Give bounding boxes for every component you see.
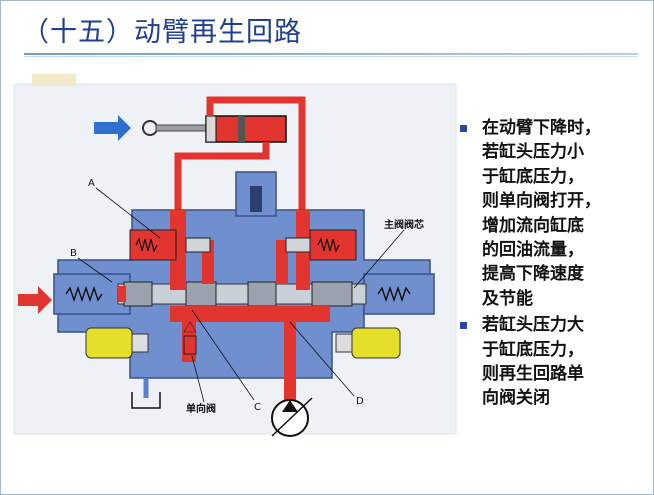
- label-b: B: [70, 248, 77, 259]
- bullet-item: 在动臂下降时， 若缸头压力小 于缸底压力， 则单向阀打开， 增加流向缸底 的回油…: [458, 116, 648, 311]
- title-divider: [24, 53, 638, 55]
- left-solenoid: [85, 327, 133, 359]
- cylinder-barrel: [205, 115, 287, 143]
- left-inlet-passage: [118, 286, 126, 302]
- right-solenoid-cap: [335, 333, 353, 353]
- page-title: （十五）动臂再生回路: [22, 17, 302, 48]
- red-input-arrow: [18, 286, 52, 314]
- label-c: C: [254, 402, 261, 413]
- pipe-cap-side: [174, 142, 270, 220]
- regen-check-valve: [183, 335, 197, 355]
- left-spring: [65, 285, 103, 303]
- spool-land-2: [185, 281, 217, 307]
- piston: [238, 116, 245, 142]
- right-spring: [377, 285, 411, 303]
- check-valve-right-spring: [317, 237, 340, 253]
- pump-triangle: [282, 400, 298, 412]
- regen-check-arrow: [183, 321, 197, 333]
- bullet-square-icon: [460, 322, 467, 330]
- oil-passage-pump: [284, 322, 296, 404]
- label-a: A: [88, 178, 95, 189]
- oil-passage-lower: [170, 306, 330, 322]
- pump-variable-arrow: [271, 397, 313, 437]
- right-solenoid: [351, 327, 401, 359]
- valve-diagram: A B C D 主阀阀芯 单向阀: [13, 74, 457, 437]
- spool-land-3: [247, 281, 277, 307]
- leader-check-valve: [191, 355, 205, 403]
- blue-input-arrow: [94, 115, 131, 141]
- bullet-list: 在动臂下降时， 若缸头压力小 于缸底压力， 则单向阀打开， 增加流向缸底 的回油…: [458, 116, 648, 413]
- bullet-text: 若缸头压力大 于缸底压力， 则再生回路单 向阀关闭: [482, 315, 584, 409]
- check-valve-right-poppet: [285, 237, 311, 253]
- pipe-rod-side: [206, 96, 306, 220]
- tab-marker: [32, 74, 76, 86]
- piston-rod: [155, 124, 209, 132]
- bullet-text: 在动臂下降时， 若缸头压力小 于缸底压力， 则单向阀打开， 增加流向缸底 的回油…: [482, 118, 601, 309]
- bullet-item: 若缸头压力大 于缸底压力， 则再生回路单 向阀关闭: [458, 313, 648, 411]
- leader-c: [191, 309, 255, 401]
- title-divider-thin: [24, 56, 638, 57]
- check-valve-left-poppet: [185, 237, 211, 253]
- bullet-square-icon: [460, 125, 467, 132]
- cylinder-head: [205, 115, 217, 143]
- check-valve-left-spring: [135, 237, 158, 253]
- check-valve-right-housing: [309, 229, 357, 261]
- leader-a: [95, 187, 161, 239]
- tank-symbol: [131, 392, 161, 409]
- label-d: D: [356, 396, 364, 407]
- leader-main-spool: [353, 229, 405, 289]
- spool-land-4: [311, 281, 353, 307]
- label-main-spool: 主阀阀芯: [384, 218, 424, 231]
- left-solenoid-cap: [131, 333, 149, 353]
- boss-slot: [250, 186, 262, 212]
- label-check-valve: 单向阀: [186, 402, 216, 415]
- spool-land-1: [123, 281, 153, 307]
- right-end-cap: [363, 273, 435, 315]
- leader-b: [77, 257, 113, 283]
- leader-d: [289, 321, 355, 397]
- oil-passage-center-right: [276, 240, 288, 284]
